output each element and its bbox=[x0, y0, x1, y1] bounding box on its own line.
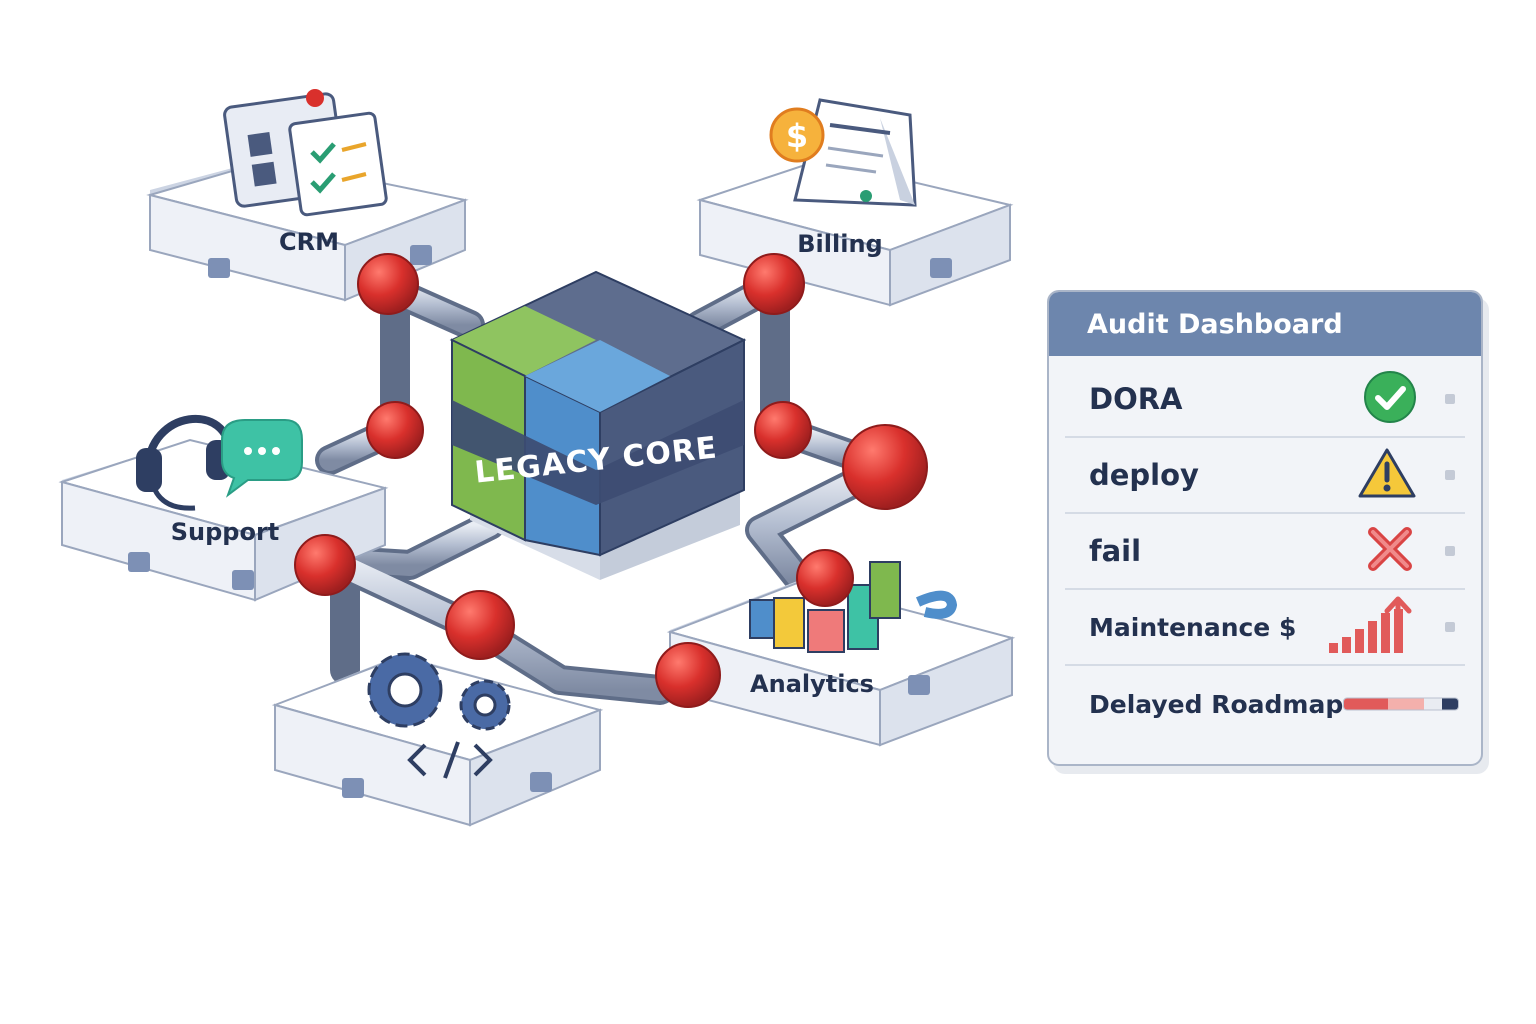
dashboard-row-fail: fail bbox=[1065, 514, 1465, 590]
dashboard-row-deploy: deploy bbox=[1065, 438, 1465, 514]
row-indicator bbox=[1445, 546, 1455, 556]
dashboard-row-maintenance: Maintenance $ bbox=[1065, 590, 1465, 666]
row-indicator bbox=[1445, 394, 1455, 404]
joint-billing bbox=[743, 253, 805, 315]
crm-checklist-icon bbox=[288, 111, 388, 217]
module-billing: $ Billing bbox=[696, 98, 1014, 307]
dashboard-row-label: fail bbox=[1089, 534, 1142, 568]
dashboard-row-label: deploy bbox=[1089, 458, 1199, 492]
row-indicator bbox=[1445, 470, 1455, 480]
module-dev bbox=[271, 652, 604, 827]
joint-large bbox=[842, 424, 928, 510]
svg-text:$: $ bbox=[786, 117, 808, 155]
module-label-analytics: Analytics bbox=[750, 670, 874, 698]
progress-fill bbox=[1344, 698, 1388, 710]
invoice-icon bbox=[793, 98, 917, 207]
progress-end bbox=[1442, 698, 1458, 710]
module-label-billing: Billing bbox=[797, 230, 882, 258]
bar-chart-blocks-icon bbox=[749, 561, 958, 653]
warning-icon bbox=[1357, 446, 1417, 504]
x-icon bbox=[1363, 522, 1417, 580]
joint-analytics-top bbox=[796, 549, 854, 607]
module-crm: CRM bbox=[146, 89, 469, 302]
progress-fill-light bbox=[1388, 698, 1424, 710]
roadmap-progress-bar bbox=[1343, 697, 1459, 711]
dashboard-row-label: Delayed Roadmap bbox=[1089, 689, 1344, 719]
gears-icon bbox=[367, 652, 511, 731]
chat-bubble-icon bbox=[221, 419, 303, 498]
module-label-crm: CRM bbox=[279, 228, 339, 256]
dashboard-title: Audit Dashboard bbox=[1049, 292, 1481, 356]
legacy-core-cube: LEGACY CORE bbox=[449, 270, 747, 580]
joint-support bbox=[294, 534, 356, 596]
pipe-joints bbox=[294, 253, 928, 708]
module-analytics: Analytics bbox=[666, 561, 1016, 747]
dashboard-rows: DORA deploy fail bbox=[1049, 356, 1481, 742]
code-brackets-icon bbox=[407, 741, 493, 779]
dollar-coin-icon: $ bbox=[769, 107, 825, 163]
joint-left bbox=[366, 401, 424, 459]
joint-bottom bbox=[445, 590, 515, 660]
dashboard-row-roadmap: Delayed Roadmap bbox=[1065, 666, 1465, 742]
dashboard-row-label: Maintenance $ bbox=[1089, 612, 1297, 642]
row-indicator bbox=[1445, 622, 1455, 632]
module-support: Support bbox=[58, 414, 389, 602]
dashboard-row-label: DORA bbox=[1089, 382, 1183, 416]
joint-analytics bbox=[655, 642, 721, 708]
joint-crm bbox=[357, 253, 419, 315]
module-label-support: Support bbox=[171, 518, 280, 546]
joint-right bbox=[754, 401, 812, 459]
dashboard-row-dora: DORA bbox=[1065, 362, 1465, 438]
check-icon bbox=[1363, 370, 1417, 428]
rising-bars-icon bbox=[1327, 595, 1417, 659]
audit-dashboard: Audit Dashboard DORA deploy bbox=[1047, 290, 1483, 766]
